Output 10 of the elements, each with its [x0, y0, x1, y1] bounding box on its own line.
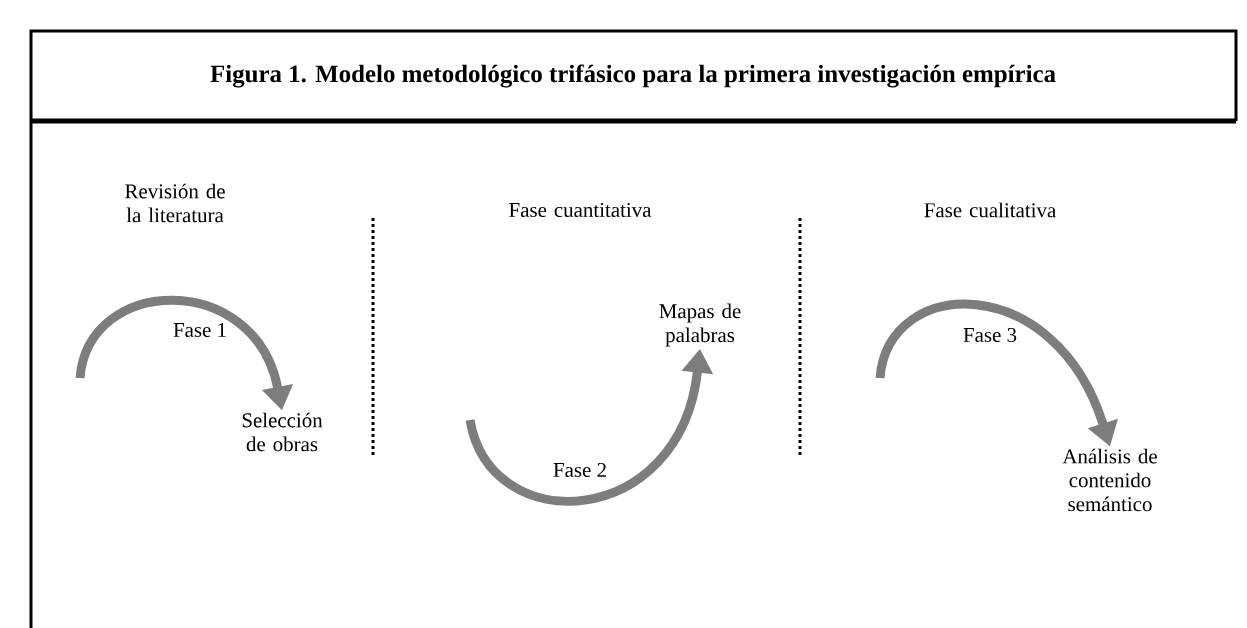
result-text: Análisis de contenido semántico: [1062, 448, 1157, 512]
result-text: Mapas de palabras: [659, 303, 741, 347]
phase-heading: Revisión de la literatura: [125, 183, 225, 223]
phase-label: Fase 1: [172, 322, 229, 338]
phase-label: Fase 3: [962, 326, 1018, 343]
figure-title: Figura 1. Modelo metodológico trifásico para la primera investigación empírica: [210, 64, 1056, 88]
phase-heading: Fase cuantitativa: [509, 202, 652, 217]
phase-label: Fase 2: [552, 461, 608, 478]
result-text: Selección de obras: [242, 412, 323, 452]
phase-heading: Fase cualitativa: [924, 202, 1056, 218]
